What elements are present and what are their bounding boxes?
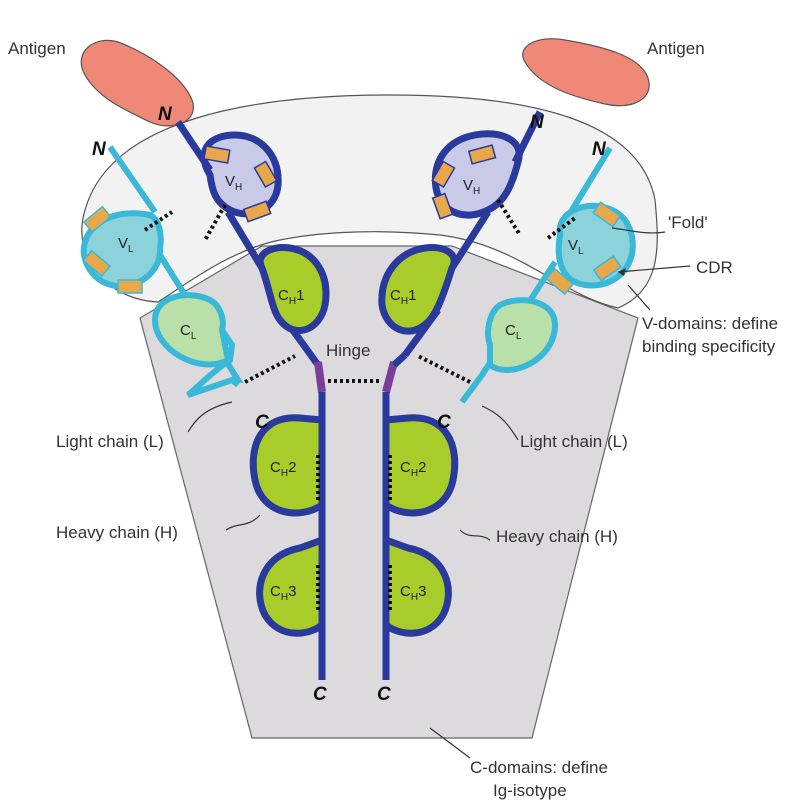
c-terminus-label: C: [377, 684, 391, 705]
v-domains-label: V-domains: define: [642, 314, 778, 333]
cdr-box: [118, 280, 142, 293]
v-domains-label-2: binding specificity: [642, 337, 776, 356]
c-domains-label: C-domains: define: [470, 758, 608, 777]
n-terminus-label: N: [158, 104, 173, 125]
n-terminus-label: N: [92, 139, 107, 160]
antigen-left-shape: [81, 40, 193, 125]
heavy-chain-left-label: Heavy chain (H): [56, 523, 178, 542]
antigen-right-shape: [523, 39, 649, 106]
light-chain-right-label: Light chain (L): [520, 432, 628, 451]
light-chain-left-label: Light chain (L): [56, 432, 164, 451]
c-terminus-label: C: [255, 412, 269, 433]
antigen-right-label: Antigen: [647, 39, 705, 58]
antigen-left-label: Antigen: [8, 39, 66, 58]
n-terminus-label: N: [592, 139, 607, 160]
c-terminus-label: C: [437, 412, 451, 433]
hinge-label: Hinge: [326, 341, 370, 360]
hinge-left-segment: [318, 362, 322, 392]
c-domains-label-2: Ig-isotype: [493, 781, 567, 800]
cdr-label: CDR: [696, 258, 733, 277]
c-terminus-label: C: [313, 684, 327, 705]
n-terminus-label: N: [530, 112, 545, 133]
heavy-chain-right-label: Heavy chain (H): [496, 527, 618, 546]
fold-label: 'Fold': [668, 213, 708, 232]
